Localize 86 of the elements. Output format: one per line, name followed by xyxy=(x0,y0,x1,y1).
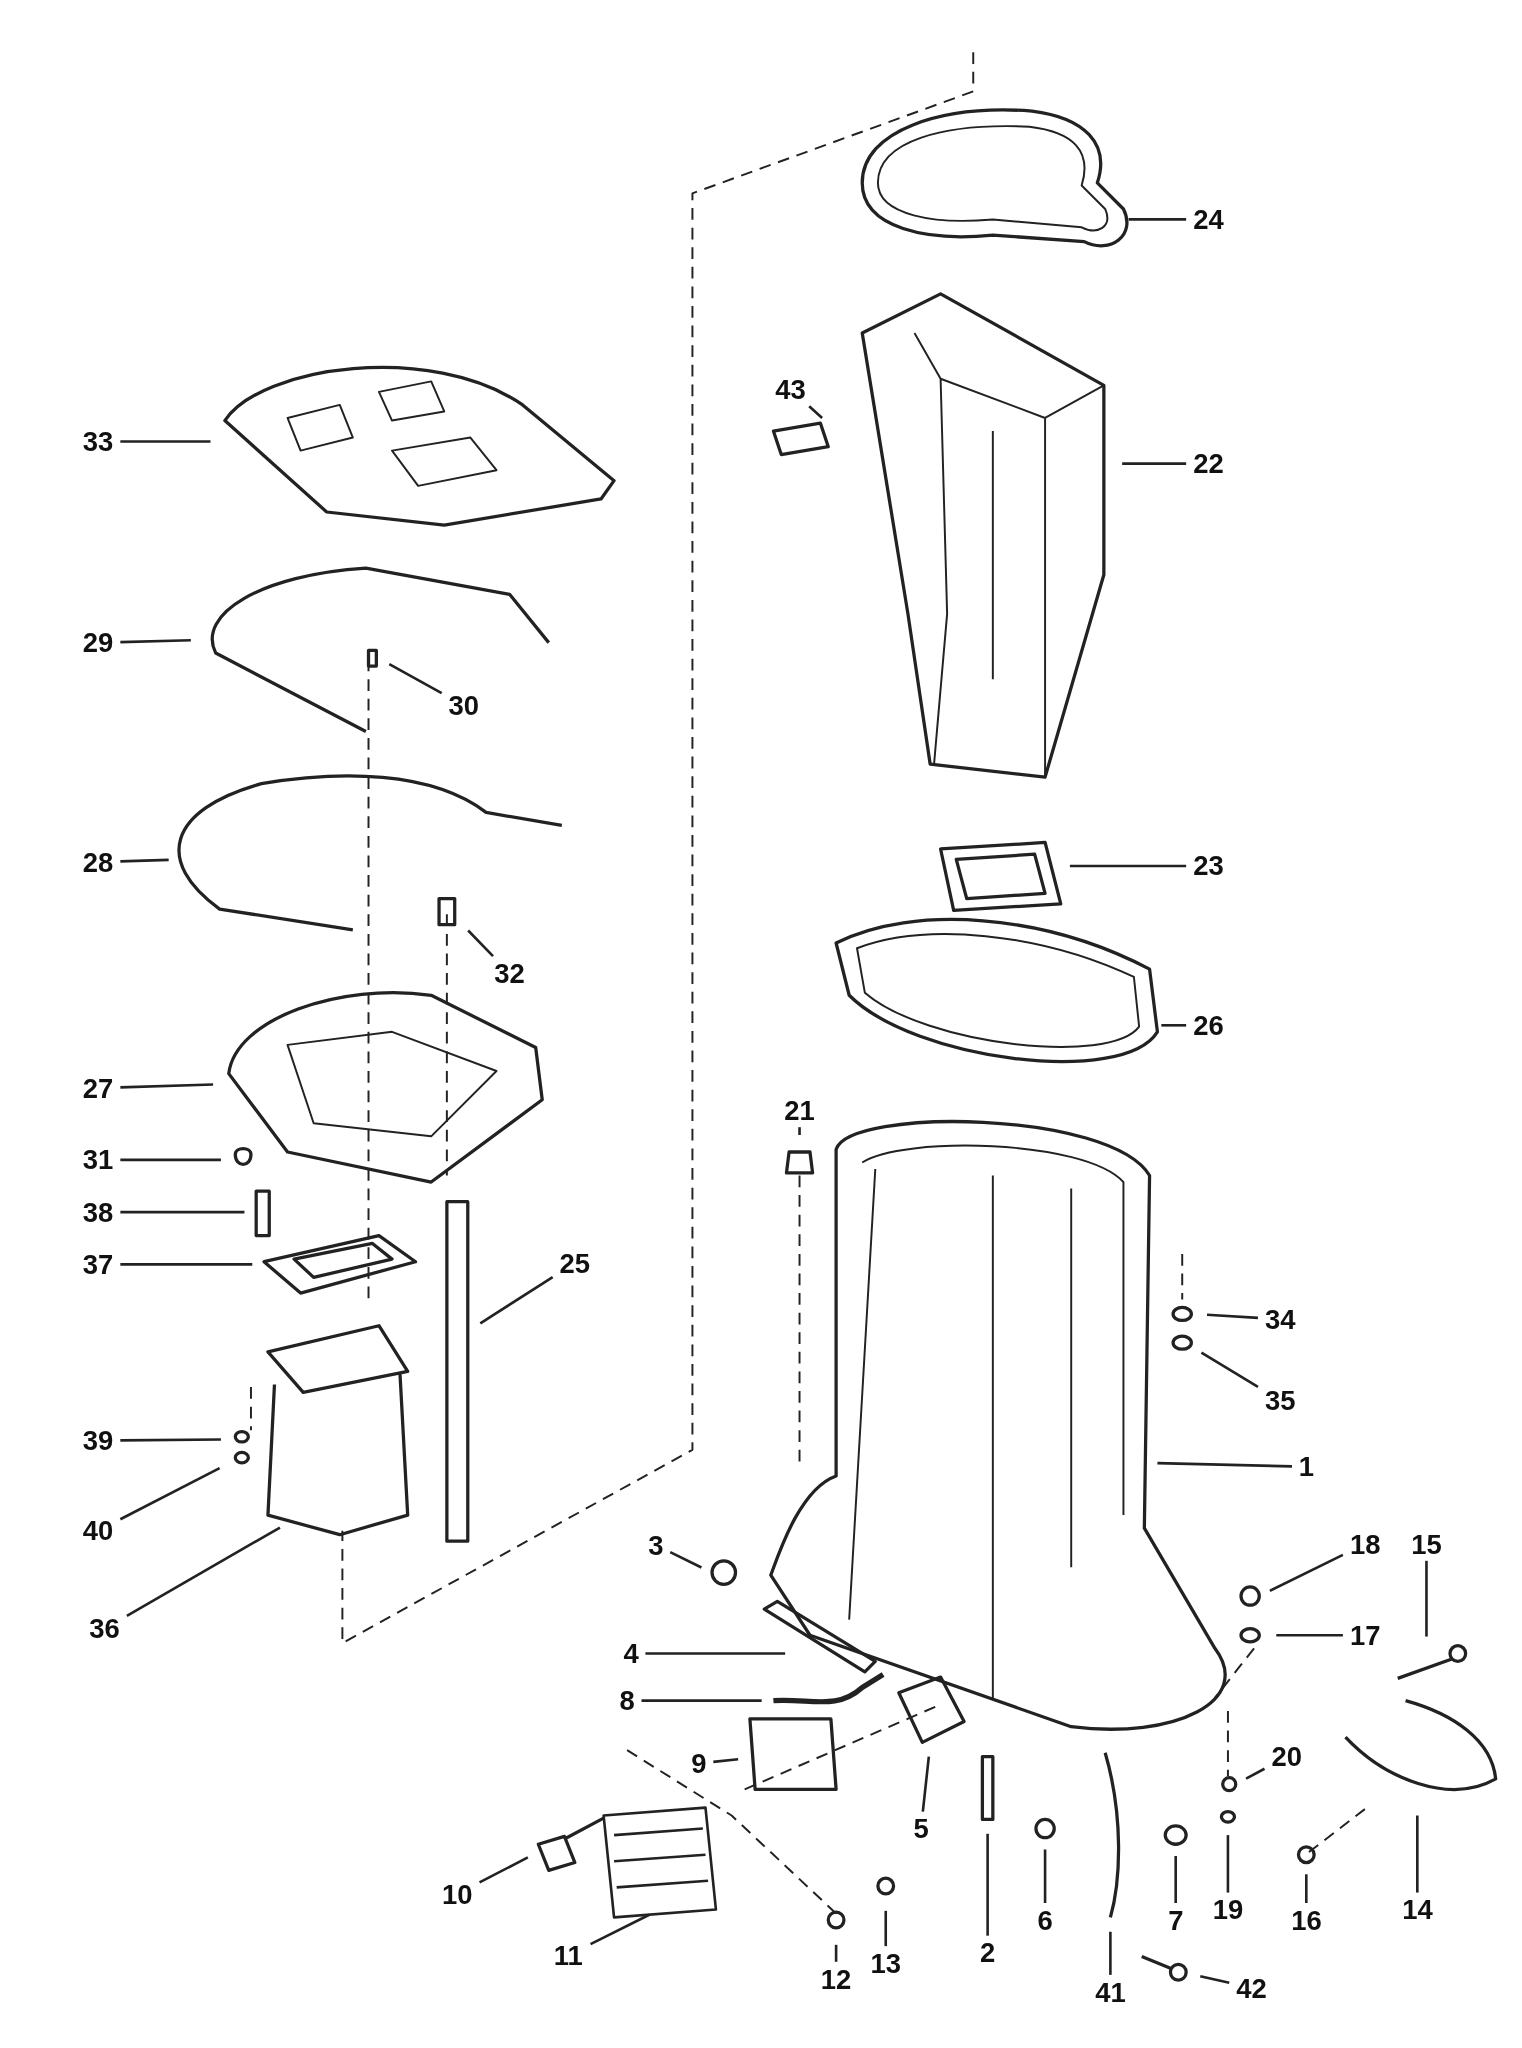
leader-line xyxy=(1174,1856,1177,1903)
callout-number: 33 xyxy=(78,425,118,458)
leader-line xyxy=(120,858,169,863)
callout-number: 42 xyxy=(1231,1972,1272,2005)
callout-number: 17 xyxy=(1345,1619,1385,1652)
callout-number: 25 xyxy=(555,1247,595,1279)
callout-number: 37 xyxy=(78,1248,118,1281)
callout-number: 10 xyxy=(437,1878,477,1910)
callout-number: 27 xyxy=(78,1072,118,1104)
callout-number: 9 xyxy=(687,1748,711,1780)
callout-number: 8 xyxy=(615,1685,639,1717)
callout-number: 16 xyxy=(1286,1904,1326,1937)
leader-line xyxy=(1161,1024,1187,1027)
callout-number: 32 xyxy=(489,957,530,989)
callout-number: 35 xyxy=(1260,1384,1300,1417)
callout-number: 43 xyxy=(770,373,810,405)
callout-number: 28 xyxy=(78,846,118,878)
leader-line xyxy=(1043,1849,1047,1903)
leader-line xyxy=(798,1127,801,1135)
leader-line xyxy=(645,1652,786,1655)
leader-line xyxy=(1122,462,1187,465)
leader-line xyxy=(589,1913,650,1946)
leader-line xyxy=(120,440,211,443)
leader-line xyxy=(713,1757,739,1764)
leader-line xyxy=(834,1944,838,1962)
callout-number: 7 xyxy=(1164,1904,1188,1937)
leader-line xyxy=(1069,864,1187,868)
callout-number: 29 xyxy=(78,627,118,659)
leader-line xyxy=(120,1438,221,1442)
callout-number: 13 xyxy=(866,1947,906,1980)
leader-line xyxy=(669,1551,702,1569)
leader-line xyxy=(884,1910,888,1947)
callout-number: 20 xyxy=(1267,1741,1307,1773)
leader-line xyxy=(986,1833,989,1936)
callout-number: 2 xyxy=(975,1937,1000,1969)
leader-line xyxy=(1200,1351,1259,1388)
callout-number: 5 xyxy=(909,1813,933,1845)
callout-number: 39 xyxy=(78,1425,118,1457)
callout-number: 23 xyxy=(1188,850,1229,882)
leader-line xyxy=(1206,1313,1259,1320)
callout-number: 21 xyxy=(779,1094,820,1127)
leader-line xyxy=(467,929,494,957)
leader-line xyxy=(1245,1767,1266,1780)
callout-number: 11 xyxy=(548,1940,588,1972)
leader-line xyxy=(1269,1553,1344,1593)
callout-number: 1 xyxy=(1294,1451,1319,1483)
leader-line xyxy=(641,1699,762,1702)
leader-line xyxy=(1425,1560,1428,1637)
callout-number: 6 xyxy=(1033,1904,1057,1937)
leader-line xyxy=(808,405,823,419)
leader-line xyxy=(126,1526,281,1618)
leader-line xyxy=(120,638,191,644)
callout-number: 24 xyxy=(1188,203,1229,236)
leader-line xyxy=(1157,1461,1292,1468)
leader-line xyxy=(120,1083,214,1089)
callout-number: 18 xyxy=(1345,1528,1385,1560)
callout-number: 14 xyxy=(1397,1894,1438,1926)
leader-line xyxy=(1276,1633,1343,1637)
leader-line xyxy=(388,662,443,695)
leader-line xyxy=(1226,1835,1230,1893)
callout-number: 3 xyxy=(644,1529,668,1562)
leader-line xyxy=(921,1756,931,1812)
leader-line xyxy=(1416,1815,1419,1893)
leader-line xyxy=(478,1856,529,1884)
callout-number: 26 xyxy=(1188,1009,1229,1042)
leader-line xyxy=(1305,1874,1308,1903)
leader-line xyxy=(1128,218,1187,221)
callout-number: 38 xyxy=(78,1196,118,1229)
callout-number: 31 xyxy=(78,1144,118,1176)
callout-number: 22 xyxy=(1188,448,1229,480)
callout-number: 36 xyxy=(84,1613,125,1645)
callout-number: 15 xyxy=(1407,1528,1447,1560)
callout-number: 19 xyxy=(1208,1894,1248,1926)
leader-line xyxy=(479,1276,554,1325)
leader-line xyxy=(119,1467,221,1521)
callout-number: 40 xyxy=(78,1515,118,1547)
leader-line xyxy=(120,1158,221,1162)
leader-line xyxy=(1199,1974,1230,1985)
leader-line xyxy=(120,1210,245,1214)
leader-line xyxy=(1109,1931,1112,1975)
callout-number: 12 xyxy=(816,1963,856,1995)
leader-line xyxy=(120,1263,253,1266)
callout-number: 4 xyxy=(619,1638,643,1670)
callout-number: 30 xyxy=(444,689,484,722)
callout-number: 41 xyxy=(1090,1976,1131,2008)
callout-number: 34 xyxy=(1260,1303,1300,1336)
